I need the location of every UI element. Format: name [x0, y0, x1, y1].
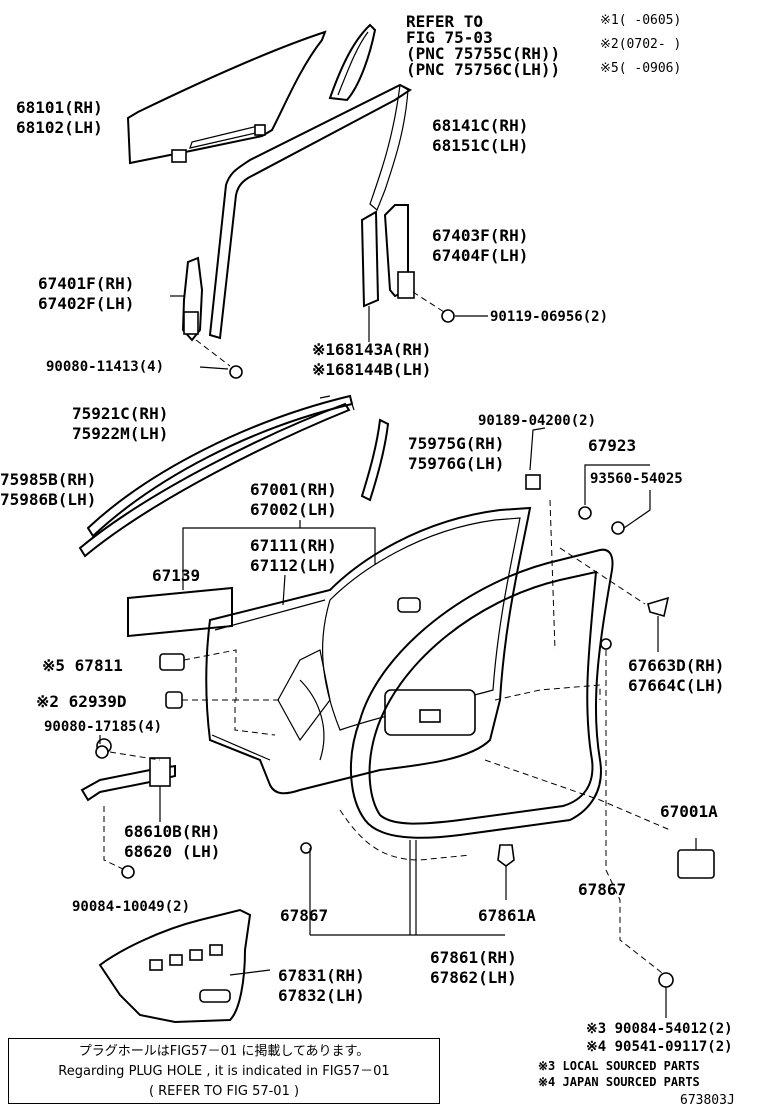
front-lower-frame-part — [170, 256, 204, 342]
label-67861-lh: 67862(LH) — [430, 968, 517, 987]
label-90084-lower: ※3 90084-54012(2) — [586, 1021, 733, 1037]
plug-hole-note: プラグホールはFIG57－01 に掲載してあります。 Regarding PLU… — [8, 1038, 440, 1104]
bolt-90080-lower — [95, 735, 109, 759]
label-67139: 67139 — [152, 566, 201, 585]
label-67111-lh: 67112(LH) — [250, 556, 337, 575]
label-90119: 90119-06956(2) — [490, 309, 609, 325]
door-panel-part — [205, 506, 532, 795]
seal-67811 — [159, 649, 280, 701]
clip-67867-right — [600, 638, 667, 977]
module-67001a — [677, 838, 715, 879]
label-75975-rh: 75975G(RH) — [408, 434, 505, 453]
label-75921-rh: 75921C(RH) — [72, 404, 169, 423]
note-line-refer: ( REFER TO FIG 57-01 ) — [148, 1084, 300, 1099]
note-line-japanese: プラグホールはFIG57－01 に掲載してあります。 — [78, 1044, 370, 1059]
label-67831-lh: 67832(LH) — [278, 986, 365, 1005]
header-refer-line4: (PNC 75756C(LH)) — [406, 60, 561, 79]
seal-62939 — [165, 691, 276, 736]
header-note-3: ※5( -0906) — [600, 61, 682, 76]
label-67001-rh: 67001(RH) — [250, 480, 337, 499]
header-refer-line1: REFER TO — [406, 12, 484, 31]
label-75975-lh: 75976G(LH) — [408, 454, 505, 473]
label-75985-lh: 75986B(LH) — [0, 490, 97, 509]
rear-lower-frame-part — [360, 204, 415, 342]
label-68141-rh: 68141C(RH) — [432, 116, 529, 135]
label-68143-rh: ※168143A(RH) — [312, 340, 432, 359]
label-67001-lh: 67002(LH) — [250, 500, 337, 519]
label-68141-lh: 68151C(LH) — [432, 136, 529, 155]
clip-67861a — [497, 844, 515, 900]
clip-67923 — [549, 464, 651, 651]
clip-90189 — [525, 427, 546, 490]
corner-piece-part — [328, 23, 377, 102]
label-67663-lh: 67664C(LH) — [628, 676, 725, 695]
run-channel-part — [208, 83, 412, 340]
label-68610-rh: 68610B(RH) — [124, 822, 221, 841]
label-93560: 93560-54025 — [590, 471, 683, 487]
label-67861-rh: 67861(RH) — [430, 948, 517, 967]
clip-90084 — [658, 972, 674, 1018]
label-67867-right: 67867 — [578, 880, 627, 899]
label-68610-lh: 68620 (LH) — [124, 842, 221, 861]
clip-67867-left — [300, 840, 505, 936]
label-90541: ※4 90541-09117(2) — [586, 1039, 733, 1055]
leader-lines-door — [282, 520, 301, 606]
label-67811: ※5 67811 — [42, 656, 123, 675]
bolt-90119 — [412, 291, 488, 323]
service-hole-cover-part — [98, 908, 271, 1024]
label-67861a: 67861A — [478, 906, 536, 925]
label-68143-lh: ※168144B(LH) — [312, 360, 432, 379]
label-67403-rh: 67403F(RH) — [432, 226, 529, 245]
footnote-japan: ※4 JAPAN SOURCED PARTS — [538, 1075, 700, 1089]
label-90084-upper: 90084-10049(2) — [72, 899, 191, 915]
footnote-local: ※3 LOCAL SOURCED PARTS — [538, 1059, 700, 1073]
label-67111-rh: 67111(RH) — [250, 536, 337, 555]
note-line-english: Regarding PLUG HOLE , it is indicated in… — [58, 1064, 390, 1079]
belt-moulding-part — [78, 394, 355, 558]
label-90080-lower: 90080-17185(4) — [44, 719, 163, 735]
header-refer-line3: (PNC 75755C(RH)) — [406, 44, 561, 63]
pillar-moulding-part — [360, 418, 390, 502]
label-67403-lh: 67404F(LH) — [432, 246, 529, 265]
label-67401-rh: 67401F(RH) — [38, 274, 135, 293]
insulator-pad-part — [127, 527, 376, 638]
label-68101-rh: 68101(RH) — [16, 98, 103, 117]
label-67663-rh: 67663D(RH) — [628, 656, 725, 675]
clip-67663 — [559, 547, 670, 652]
label-90189: 90189-04200(2) — [478, 413, 597, 429]
figure-code: 673803J — [680, 1093, 735, 1108]
header-note-2: ※2(0702- ) — [600, 37, 682, 52]
header-refer-line2: FIG 75-03 — [406, 28, 493, 47]
label-62939: ※2 62939D — [36, 692, 127, 711]
label-75985-rh: 75985B(RH) — [0, 470, 97, 489]
label-67401-lh: 67402F(LH) — [38, 294, 135, 313]
label-67923: 67923 — [588, 436, 637, 455]
label-90080-upper: 90080-11413(4) — [46, 359, 165, 375]
label-67001a: 67001A — [660, 802, 718, 821]
label-68101-lh: 68102(LH) — [16, 118, 103, 137]
label-67831-rh: 67831(RH) — [278, 966, 365, 985]
bolt-90080-upper — [195, 339, 243, 379]
label-75921-lh: 75922M(LH) — [72, 424, 169, 443]
door-glass-part — [126, 30, 327, 165]
header-note-1: ※1( -0605) — [600, 13, 682, 28]
label-67867-left: 67867 — [280, 906, 329, 925]
